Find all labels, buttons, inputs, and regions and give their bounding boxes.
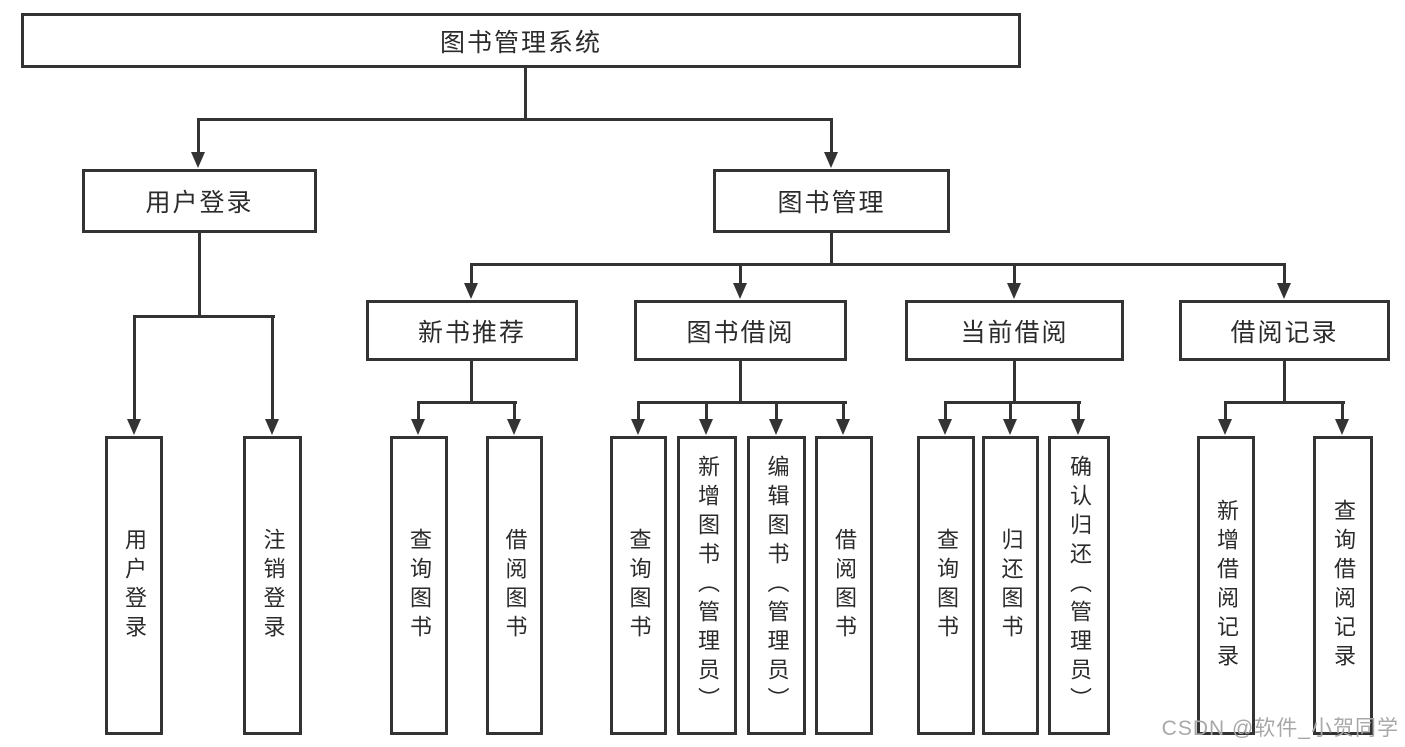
leaf-current-query-books: 查询图书 <box>917 436 975 735</box>
arrowhead-current-query <box>938 419 952 435</box>
arrowhead-current-confirm <box>1071 419 1085 435</box>
connector-user-login-stem <box>198 233 201 318</box>
connector-new-book-shaft <box>470 263 473 285</box>
arrowhead-newbook-query <box>411 419 425 435</box>
csdn-watermark: CSDN @软件_小贺同学 <box>1161 717 1399 740</box>
arrowhead-current-borrow <box>1007 283 1021 299</box>
leaf-borrow-borrow-books: 借阅图书 <box>815 436 873 735</box>
connector-borrow-query-shaft <box>637 401 640 421</box>
arrowhead-newbook-borrow <box>507 419 521 435</box>
arrowhead-user-login <box>191 152 205 168</box>
connector-record-add-shaft <box>1224 401 1227 421</box>
leaf-record-query-borrow-record: 查询借阅记录 <box>1313 436 1373 735</box>
connector-borrow-record-stem <box>1283 361 1286 403</box>
arrowhead-current-return <box>1003 419 1017 435</box>
connector-user-login-bar <box>133 315 275 318</box>
arrowhead-book-management <box>824 152 838 168</box>
connector-book-management-stem <box>830 233 833 266</box>
arrowhead-new-book <box>464 283 478 299</box>
arrowhead-leaf-user-login <box>127 419 141 435</box>
connector-leaf-user-login-shaft <box>133 315 136 421</box>
node-new-book-recommend: 新书推荐 <box>366 300 578 361</box>
arrowhead-borrow-record <box>1277 283 1291 299</box>
connector-newbook-query-shaft <box>417 401 420 421</box>
leaf-borrow-query-books: 查询图书 <box>610 436 667 735</box>
leaf-borrow-edit-books-admin: 编辑图书（管理员） <box>747 436 806 735</box>
connector-leaf-logout-shaft <box>271 315 274 421</box>
arrowhead-record-query <box>1335 419 1349 435</box>
connector-book-management-shaft <box>830 118 833 154</box>
leaf-borrow-add-books-admin: 新增图书（管理员） <box>677 436 737 735</box>
connector-new-book-bar <box>417 401 517 404</box>
connector-root-stem <box>524 66 527 120</box>
connector-current-confirm-shaft <box>1077 401 1080 421</box>
connector-current-query-shaft <box>944 401 947 421</box>
leaf-current-return-books: 归还图书 <box>982 436 1039 735</box>
connector-new-book-stem <box>470 361 473 403</box>
arrowhead-borrow-borrow <box>836 419 850 435</box>
connector-borrow-edit-shaft <box>775 401 778 421</box>
connector-borrow-record-bar <box>1224 401 1345 404</box>
arrowhead-borrow-add <box>699 419 713 435</box>
connector-borrow-borrow-shaft <box>842 401 845 421</box>
connector-borrow-record-shaft <box>1283 263 1286 285</box>
connector-newbook-borrow-shaft <box>513 401 516 421</box>
connector-record-query-shaft <box>1341 401 1344 421</box>
arrowhead-record-add <box>1218 419 1232 435</box>
connector-book-borrow-bar <box>637 401 847 404</box>
leaf-current-confirm-return-admin: 确认归还（管理员） <box>1048 436 1110 735</box>
connector-user-login-shaft <box>197 118 200 154</box>
connector-borrow-add-shaft <box>705 401 708 421</box>
arrowhead-borrow-edit <box>769 419 783 435</box>
leaf-logout: 注销登录 <box>243 436 302 735</box>
connector-current-borrow-stem <box>1013 361 1016 403</box>
leaf-record-add-borrow-record: 新增借阅记录 <box>1197 436 1255 735</box>
node-borrow-record: 借阅记录 <box>1179 300 1390 361</box>
node-current-borrow: 当前借阅 <box>905 300 1124 361</box>
connector-current-borrow-shaft <box>1013 263 1016 285</box>
connector-book-borrow-shaft <box>739 263 742 285</box>
node-book-borrow: 图书借阅 <box>634 300 847 361</box>
node-book-management: 图书管理 <box>713 169 950 233</box>
leaf-newbook-borrow-books: 借阅图书 <box>486 436 543 735</box>
connector-book-borrow-stem <box>739 361 742 403</box>
arrowhead-borrow-query <box>631 419 645 435</box>
leaf-newbook-query-books: 查询图书 <box>390 436 448 735</box>
leaf-user-login: 用户登录 <box>105 436 163 735</box>
connector-level3-bar <box>470 263 1286 266</box>
connector-level1-bar <box>197 118 833 121</box>
node-root-library-management-system: 图书管理系统 <box>21 13 1021 68</box>
node-user-login: 用户登录 <box>82 169 317 233</box>
arrowhead-book-borrow <box>733 283 747 299</box>
connector-current-borrow-bar <box>944 401 1081 404</box>
connector-current-return-shaft <box>1009 401 1012 421</box>
arrowhead-leaf-logout <box>265 419 279 435</box>
